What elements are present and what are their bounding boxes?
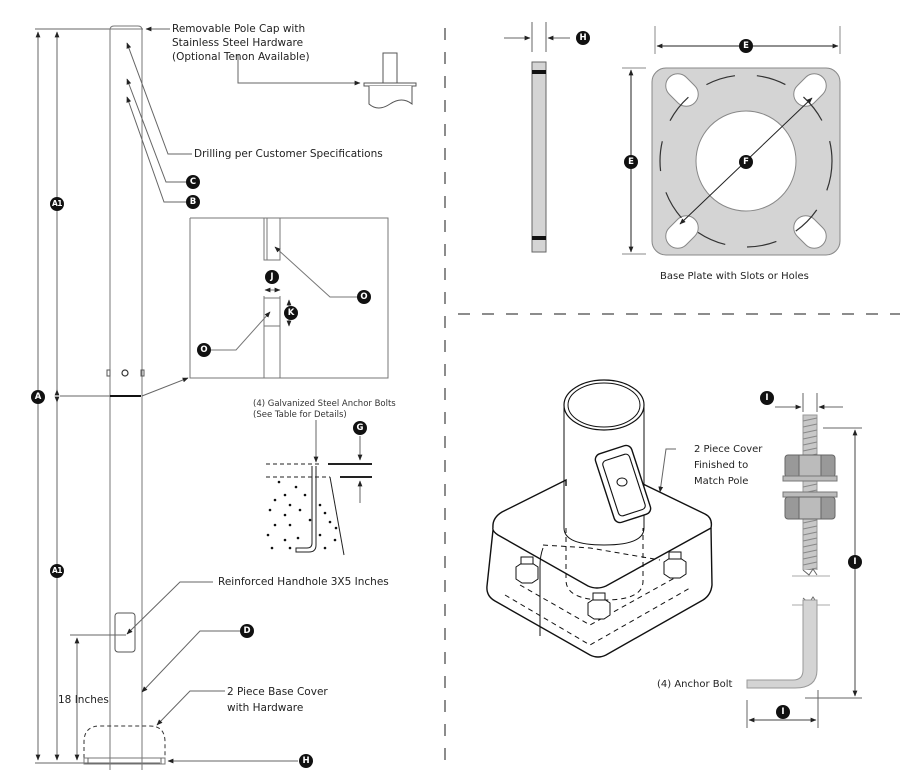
- thread-line: [802, 561, 818, 566]
- thread-line: [802, 543, 818, 548]
- badge-A1-upper: A1: [50, 197, 64, 211]
- cover-leaders: [658, 448, 676, 493]
- cover-finish-label: 2 Piece Cover Finished to Match Pole: [694, 442, 762, 490]
- thread-line: [802, 525, 818, 530]
- anchor-bolts-line1: (4) Galvanized Steel Anchor Bolts: [253, 399, 396, 409]
- concrete-dot: [296, 536, 300, 540]
- concrete-dot: [334, 526, 338, 530]
- concrete-dot: [268, 508, 272, 512]
- thread-line: [802, 531, 818, 536]
- thread-line: [802, 435, 818, 440]
- badge-J: J: [265, 270, 279, 284]
- base-cover-line1: 2 Piece Base Cover: [227, 686, 328, 698]
- thread-line: [802, 429, 818, 434]
- drilling-label: Drilling per Customer Specifications: [194, 148, 383, 160]
- concrete-dots: [266, 480, 338, 550]
- pole-cap-line1: Removable Pole Cap with: [172, 23, 306, 35]
- concrete-dot: [288, 503, 292, 507]
- badge-E-top: E: [739, 39, 753, 53]
- badge-I-length: I: [848, 555, 862, 569]
- concrete-dot: [303, 493, 307, 497]
- concrete-dot: [318, 503, 322, 507]
- thread-line: [802, 417, 818, 422]
- concrete-dot: [333, 538, 337, 542]
- badge-I-hook: I: [776, 705, 790, 719]
- badge-C: C: [186, 175, 200, 189]
- thread-line: [802, 555, 818, 560]
- base-cover-line2: with Hardware: [227, 702, 304, 714]
- concrete-dot: [283, 493, 287, 497]
- base-plate-label: Base Plate with Slots or Holes: [660, 271, 809, 282]
- badge-G: G: [353, 421, 367, 435]
- badge-E-side: E: [624, 155, 638, 169]
- concrete-dot: [328, 520, 332, 524]
- badge-D: D: [240, 624, 254, 638]
- isometric-base: [486, 379, 713, 658]
- concrete-dot: [318, 533, 322, 537]
- anchor-bolt: [746, 393, 862, 728]
- badge-O-upper: O: [357, 290, 371, 304]
- concrete-dot: [277, 480, 281, 484]
- badge-F: F: [739, 155, 753, 169]
- thread-line: [802, 483, 818, 488]
- base-plate: [622, 26, 841, 256]
- thread-line: [802, 519, 818, 524]
- thread-line: [802, 423, 818, 428]
- concrete-dot: [294, 485, 298, 489]
- anchor-bolt-label: (4) Anchor Bolt: [657, 679, 733, 690]
- anchor-bolts-detail-label: (4) Galvanized Steel Anchor Bolts (See T…: [253, 399, 396, 421]
- concrete-dot: [288, 523, 292, 527]
- handhole-label: Reinforced Handhole 3X5 Inches: [218, 576, 389, 588]
- badge-K: K: [284, 306, 298, 320]
- plate-side-view: [504, 22, 570, 253]
- concrete-dot: [273, 523, 277, 527]
- concrete-dot: [323, 511, 327, 515]
- badge-I-diameter: I: [760, 391, 774, 405]
- cover-finish-line2: Finished to: [694, 460, 749, 471]
- badge-H-base: H: [299, 754, 313, 768]
- pole-leaders: [126, 26, 361, 764]
- concrete-dot: [308, 518, 312, 522]
- concrete-dot: [270, 546, 274, 550]
- pole-cap-label: Removable Pole Cap with Stainless Steel …: [172, 22, 310, 64]
- anchor-bolts-line2: (See Table for Details): [253, 410, 347, 420]
- base-cover-label: 2 Piece Base Cover with Hardware: [227, 684, 328, 716]
- badge-B: B: [186, 195, 200, 209]
- badge-A1-lower: A1: [50, 564, 64, 578]
- drilling-detail: [189, 217, 389, 379]
- tenon-icon: [363, 52, 417, 109]
- badge-O-lower: O: [197, 343, 211, 357]
- concrete-dot: [283, 513, 287, 517]
- thread-line: [802, 441, 818, 446]
- concrete-dot: [273, 498, 277, 502]
- concrete-dot: [323, 546, 327, 550]
- pole-elevation: [35, 25, 166, 770]
- cover-finish-line1: 2 Piece Cover: [694, 444, 763, 455]
- badge-A: A: [31, 390, 45, 404]
- badge-H-plate: H: [576, 31, 590, 45]
- handhole-height-label: 18 Inches: [58, 694, 109, 706]
- thread-line: [802, 549, 818, 554]
- cover-finish-line3: Match Pole: [694, 476, 749, 487]
- thread-line: [802, 537, 818, 542]
- concrete-dot: [298, 508, 302, 512]
- concrete-dot: [283, 538, 287, 542]
- pole-cap-line2: Stainless Steel Hardware: [172, 37, 304, 49]
- foundation-detail: [266, 420, 372, 556]
- concrete-dot: [288, 546, 292, 550]
- concrete-dot: [266, 533, 270, 537]
- thread-line: [802, 447, 818, 452]
- pole-cap-line3: (Optional Tenon Available): [172, 51, 310, 63]
